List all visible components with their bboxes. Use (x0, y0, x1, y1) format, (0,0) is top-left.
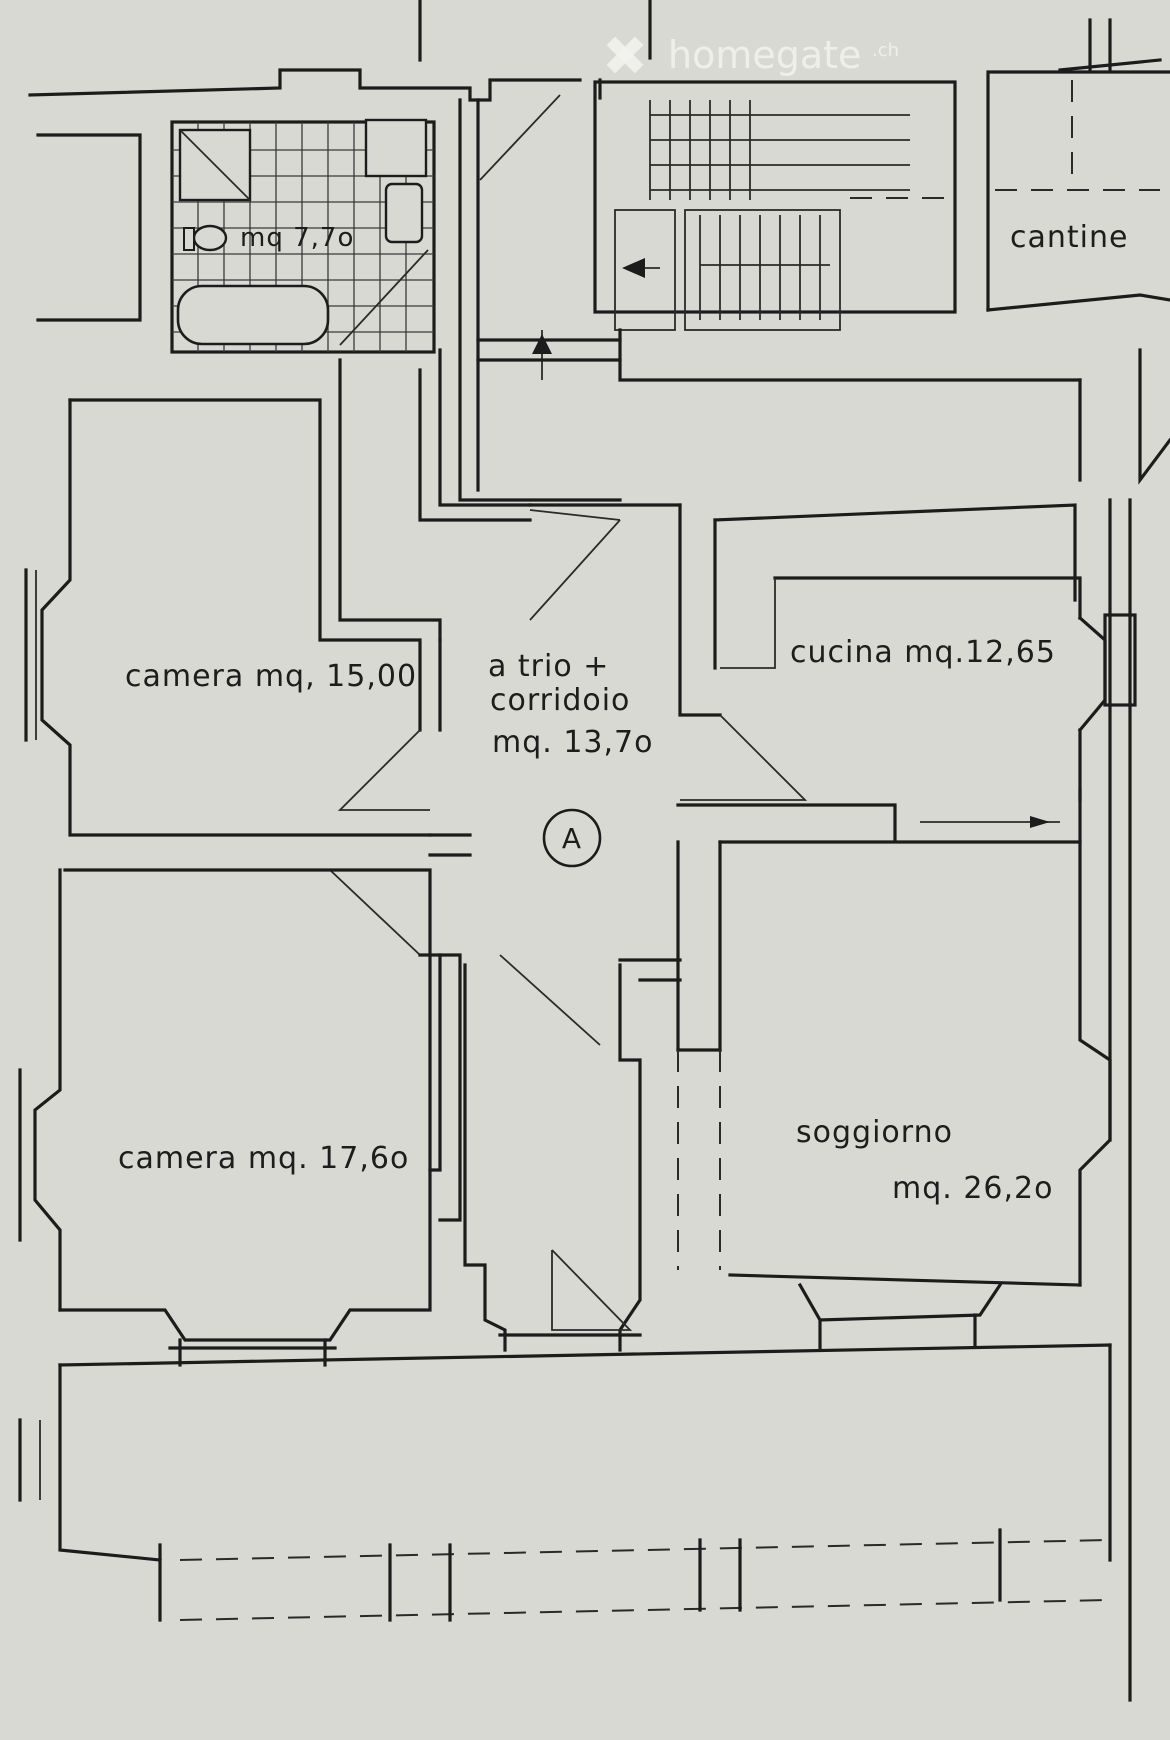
unit-marker-letter: A (562, 822, 582, 855)
toilet-icon (183, 224, 228, 252)
bathroom-area-label: mq 7,7o (240, 223, 354, 253)
living-room-label: soggiorno (796, 1115, 953, 1150)
balcony (18, 1282, 1112, 1622)
bedroom-1-label: camera mq, 15,00 (125, 659, 417, 694)
hall: A a trio + corridoio mq. 13,7o (329, 348, 808, 1222)
hall-area-label: mq. 13,7o (492, 725, 654, 760)
watermark-name: homegate (668, 33, 861, 77)
middle-room (463, 954, 682, 1352)
stairwell (458, 78, 1082, 502)
stair-flight-lower (614, 197, 950, 331)
living-room-area-label: mq. 26,2o (892, 1171, 1054, 1206)
watermark: homegate .ch (606, 33, 899, 77)
unit-marker: A (542, 808, 602, 868)
outer-walls (28, 0, 1162, 322)
sink (384, 182, 424, 244)
stair-up-arrow-icon (532, 258, 660, 380)
bathroom-cabinet (364, 118, 428, 178)
bedroom-2: camera mq. 17,6o (18, 868, 432, 1367)
hall-label-line1: a trio + (488, 649, 609, 684)
homegate-logo-icon (606, 36, 644, 74)
right-walls (1078, 348, 1170, 1702)
bathtub (176, 284, 330, 346)
kitchen-label: cucina mq.12,65 (790, 635, 1056, 670)
cellar: cantine (986, 70, 1170, 312)
hall-label-line2: corridoio (490, 683, 630, 718)
living-room: soggiorno mq. 26,2o (676, 788, 1112, 1287)
kitchen: cucina mq.12,65 (713, 503, 1137, 802)
watermark-suffix: .ch (872, 40, 899, 61)
bedroom-1: camera mq, 15,00 (24, 358, 442, 837)
cellar-label: cantine (1010, 220, 1128, 255)
stair-flight-upper (649, 100, 910, 200)
bathroom: mq 7,7o (170, 118, 436, 354)
bedroom-2-label: camera mq. 17,6o (118, 1141, 409, 1176)
